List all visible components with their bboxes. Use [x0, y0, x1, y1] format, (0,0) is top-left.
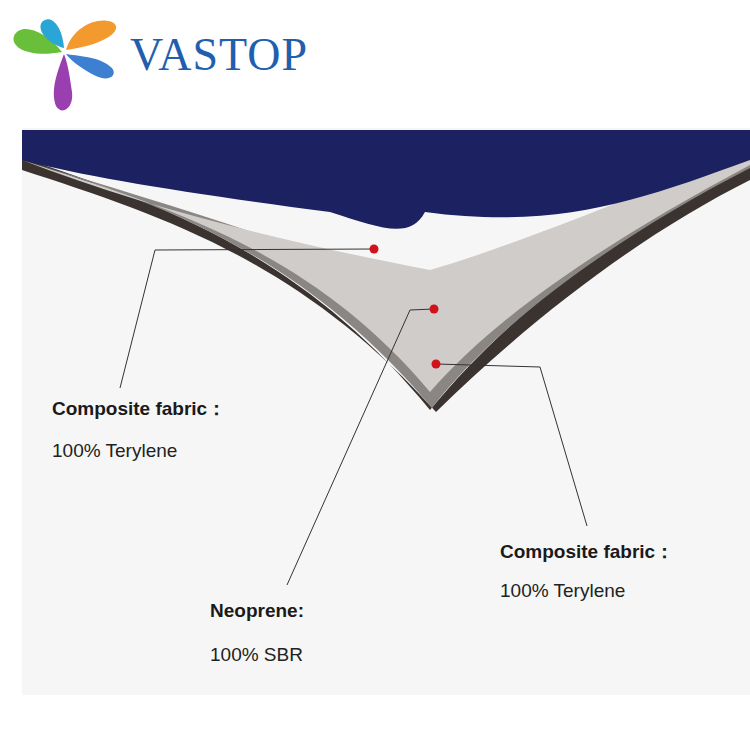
- callout-dot: [432, 360, 441, 369]
- leader-line: [120, 249, 374, 388]
- callout-text: 100% Terylene: [500, 580, 625, 602]
- callout-heading: Neoprene:: [210, 600, 304, 622]
- callout-text: 100% Terylene: [52, 440, 177, 462]
- callout-dot: [370, 245, 379, 254]
- callout-heading: Composite fabric：: [52, 396, 226, 422]
- fabric-illustration: [22, 130, 750, 412]
- logo-petal: [66, 54, 114, 78]
- logo-petal: [40, 19, 64, 48]
- leader-line: [436, 364, 587, 526]
- logo-petal: [66, 20, 116, 50]
- leader-line: [287, 309, 434, 585]
- photo-ground: [22, 128, 750, 695]
- brand-name: VASTOP: [130, 28, 308, 81]
- brand-logo-icon: [13, 19, 116, 110]
- blue-fabric-face: [22, 130, 750, 229]
- logo-petal: [54, 54, 72, 110]
- callout-heading: Composite fabric：: [500, 539, 674, 565]
- callout-text: 100% SBR: [210, 644, 303, 666]
- callout-dot: [430, 305, 439, 314]
- callout-dots: [370, 245, 441, 369]
